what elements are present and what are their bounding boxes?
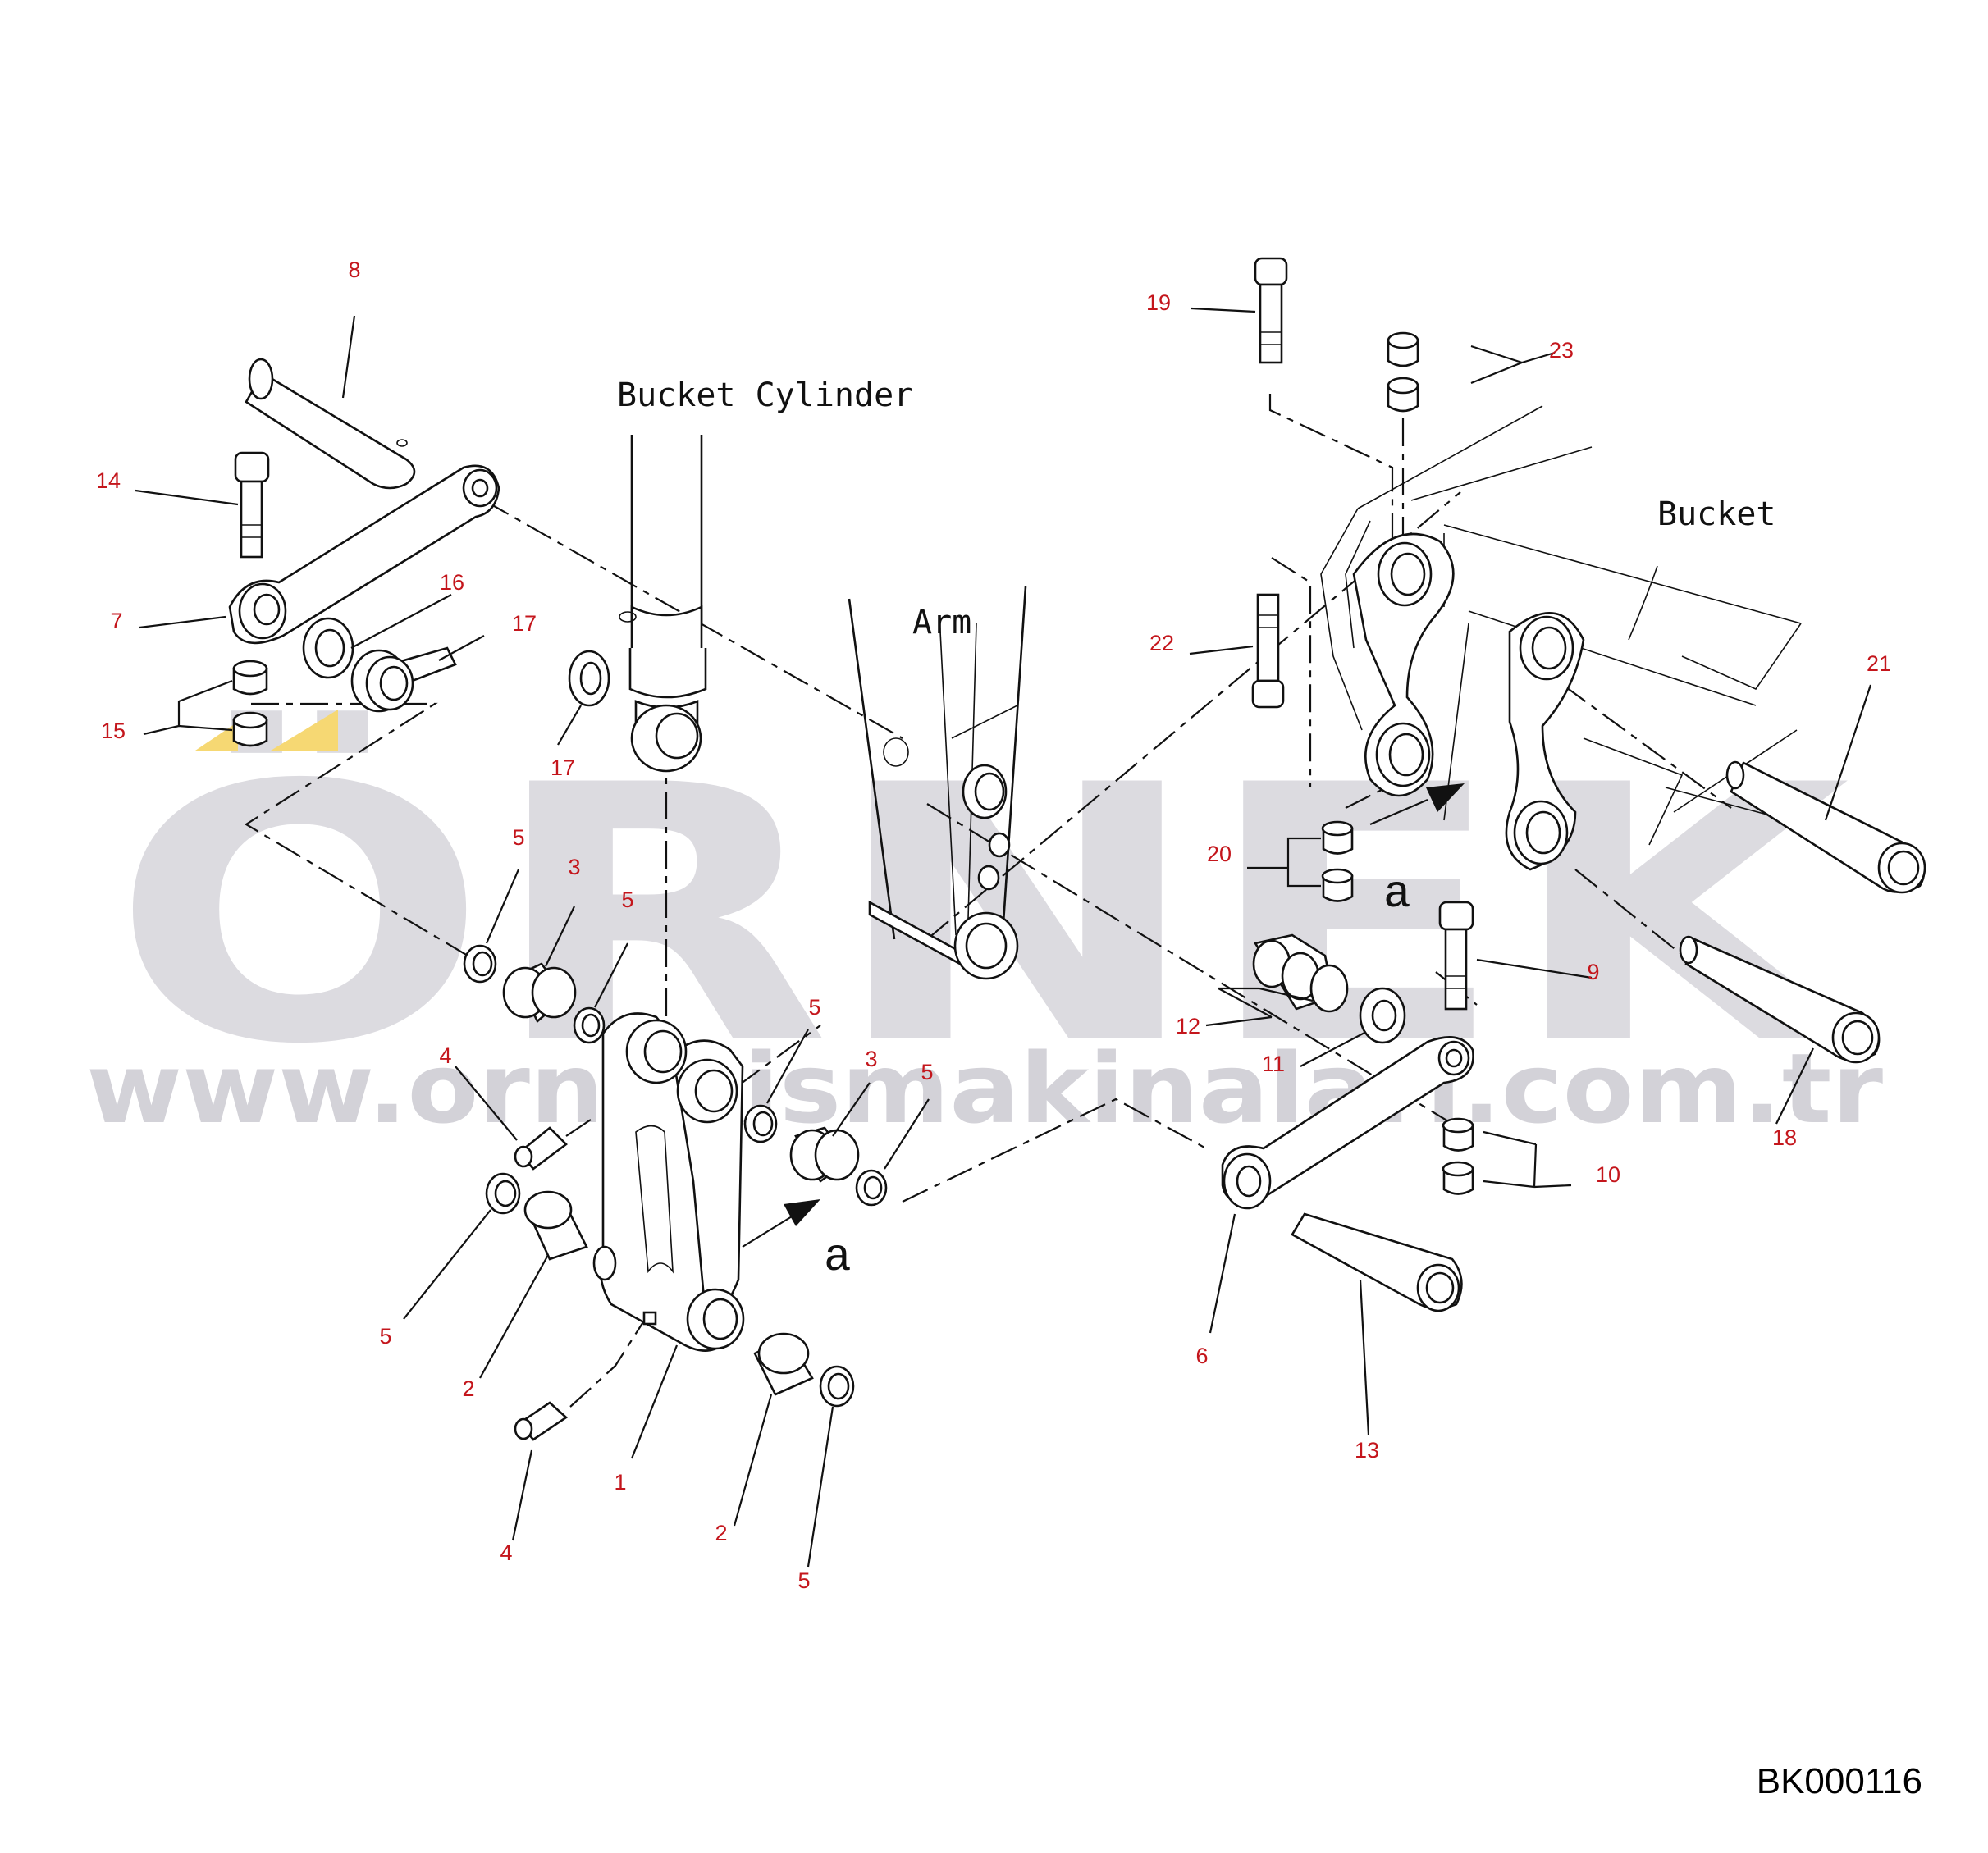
callout-6: 6 — [1195, 1344, 1208, 1368]
seal-5-f — [819, 1365, 855, 1408]
seal-5-b — [573, 1006, 606, 1044]
callout-5-e: 5 — [921, 1060, 933, 1084]
bolt-19 — [1254, 257, 1288, 364]
callout-14: 14 — [96, 468, 121, 493]
callout-2-a: 2 — [462, 1376, 474, 1401]
bucket — [1320, 405, 1802, 871]
arrow-a-left — [742, 1199, 820, 1248]
bushing-3-b — [789, 1126, 860, 1183]
shim-17 — [350, 646, 457, 713]
nuts-23 — [1387, 331, 1419, 413]
callout-5-d: 5 — [808, 995, 820, 1020]
label-arm: Arm — [912, 604, 971, 641]
callout-2-b: 2 — [715, 1521, 727, 1545]
seal-5-e — [855, 1169, 888, 1207]
grease-fitting-4-b — [514, 1320, 645, 1441]
callout-20: 20 — [1207, 842, 1232, 866]
callout-5-b: 5 — [621, 888, 633, 912]
shims-12 — [1252, 933, 1349, 1013]
callout-17-b: 17 — [551, 755, 575, 780]
pin-13 — [1291, 1212, 1463, 1312]
nuts-15 — [232, 660, 268, 747]
leader-lines — [135, 307, 1872, 1568]
callout-17-a: 17 — [512, 611, 537, 636]
link-1 — [592, 1012, 745, 1352]
callout-8: 8 — [348, 258, 360, 282]
bolt-14 — [234, 451, 270, 559]
callout-4-b: 4 — [500, 1540, 512, 1565]
callout-13: 13 — [1355, 1438, 1379, 1463]
seal-5-a — [463, 944, 497, 984]
bushing-3-a — [502, 962, 577, 1024]
callout-21: 21 — [1867, 651, 1891, 676]
callout-1: 1 — [614, 1470, 626, 1495]
pin-8 — [245, 358, 416, 490]
bucket-cylinder — [619, 435, 707, 773]
bushing-2-b — [753, 1332, 814, 1396]
seal-5-c — [485, 1172, 521, 1215]
nuts-20 — [1321, 820, 1354, 902]
label-bucket: Bucket — [1657, 495, 1776, 533]
seal-5-d — [743, 1104, 778, 1143]
callout-5-c: 5 — [379, 1324, 391, 1349]
assembly-lines — [244, 394, 1732, 1203]
washer-16 — [302, 617, 354, 679]
nuts-10 — [1442, 1117, 1474, 1195]
callout-18: 18 — [1772, 1125, 1797, 1150]
callout-3-a: 3 — [568, 855, 580, 879]
bolt-9 — [1438, 901, 1474, 1011]
shim-17b — [568, 650, 610, 707]
label-bucket-cylinder: Bucket Cylinder — [617, 377, 913, 414]
callout-16: 16 — [440, 570, 464, 595]
drawing-code: BK000116 — [1757, 1761, 1922, 1801]
watermark-url: www.ornekismakinalari.com.tr — [86, 1032, 1883, 1145]
arm — [848, 586, 1027, 980]
washer-11 — [1359, 987, 1406, 1044]
bolt-22 — [1251, 593, 1285, 709]
pin-21 — [1725, 760, 1926, 894]
callouts: 8 14 7 16 17 15 17 5 3 5 4 5 2 1 4 5 3 5… — [96, 258, 1891, 1593]
callout-23: 23 — [1549, 338, 1574, 363]
callout-10: 10 — [1596, 1162, 1620, 1187]
arrow-a-right — [1369, 783, 1465, 826]
grease-fitting-4-a — [514, 1119, 592, 1171]
callout-5-f: 5 — [797, 1568, 810, 1593]
callout-5-a: 5 — [512, 825, 524, 850]
link-6 — [1221, 1036, 1474, 1210]
callout-15: 15 — [101, 719, 126, 743]
ref-a-right: a — [1383, 868, 1411, 920]
callout-7: 7 — [110, 609, 122, 633]
callout-9: 9 — [1587, 960, 1599, 984]
bushing-2-a — [523, 1190, 588, 1261]
callout-12: 12 — [1176, 1014, 1200, 1038]
callout-11: 11 — [1262, 1052, 1285, 1076]
callout-4-a: 4 — [439, 1043, 451, 1068]
ref-a-left: a — [824, 1231, 852, 1284]
pin-18 — [1679, 935, 1881, 1064]
callout-3-b: 3 — [865, 1047, 877, 1071]
callout-22: 22 — [1149, 631, 1174, 655]
callout-19: 19 — [1146, 290, 1171, 315]
link-7 — [228, 464, 500, 645]
